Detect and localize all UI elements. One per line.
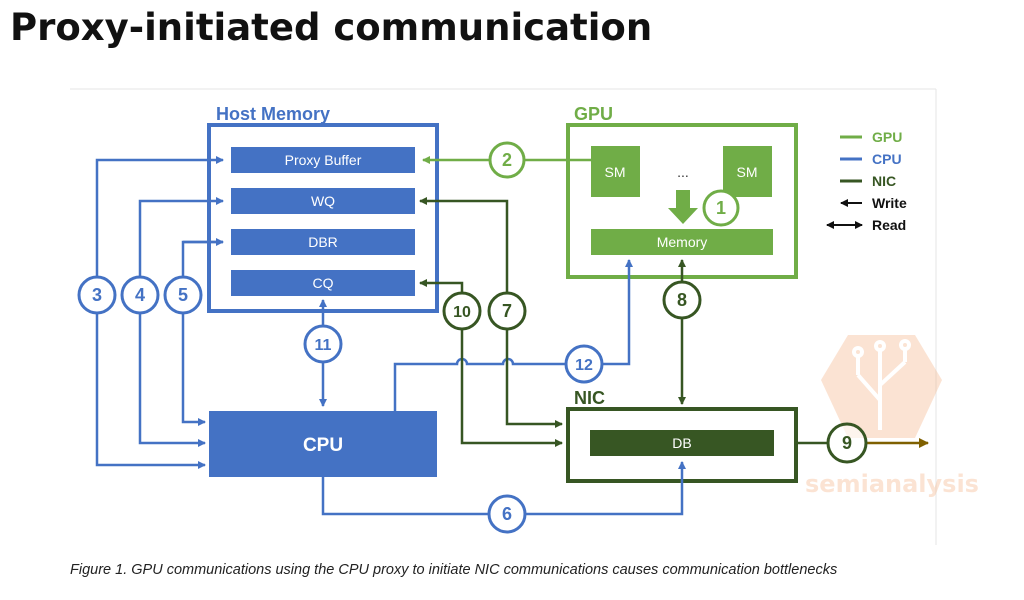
legend-write-label: Write <box>872 195 907 211</box>
gpu-memory-block <box>591 229 773 255</box>
step-9-label: 9 <box>842 433 852 453</box>
gpu-ellipsis: ... <box>677 164 689 180</box>
legend-nic-label: NIC <box>872 173 896 189</box>
step-3-circle <box>77 275 117 315</box>
proxy-buffer-label: Proxy Buffer <box>285 152 362 168</box>
step-1-label: 1 <box>716 198 726 218</box>
step-9-circle <box>826 422 868 464</box>
cq-block <box>231 270 415 296</box>
step-8-label: 8 <box>677 290 687 310</box>
sm-left-block <box>591 146 640 197</box>
step-11-label: 11 <box>315 337 332 354</box>
step-1-circle <box>702 189 740 227</box>
legend-gpu-label: GPU <box>872 129 902 145</box>
path-10 <box>419 279 563 447</box>
cq-label: CQ <box>313 275 334 291</box>
step-7-label: 7 <box>502 301 512 321</box>
path-4 <box>138 197 224 447</box>
step-4-circle <box>120 275 160 315</box>
watermark-text: semianalysis <box>805 470 979 498</box>
legend-read-label: Read <box>872 217 906 233</box>
step-6-circle <box>487 494 527 534</box>
step-7-circle <box>487 291 527 331</box>
step-2-circle <box>488 141 526 179</box>
page-title: Proxy-initiated communication <box>10 6 653 49</box>
proxy-buffer-block <box>231 147 415 173</box>
figure-caption: Figure 1. GPU communications using the C… <box>70 562 838 578</box>
sm-right-label: SM <box>737 164 758 180</box>
db-label: DB <box>672 435 691 451</box>
gpu-label: GPU <box>574 104 613 124</box>
step-8-circle <box>662 280 702 320</box>
path-5 <box>181 240 223 426</box>
step-5-circle <box>163 275 203 315</box>
step-10-label: 10 <box>453 304 471 321</box>
step-10-circle <box>442 291 482 331</box>
step-3-label: 3 <box>92 285 102 305</box>
step-11-circle <box>303 324 343 364</box>
wq-block <box>231 188 415 214</box>
sm-right-block <box>723 146 772 197</box>
step-12-circle <box>564 344 604 384</box>
wq-label: WQ <box>311 193 335 209</box>
legend-cpu-label: CPU <box>872 151 902 167</box>
step-4-label: 4 <box>135 285 145 305</box>
host-memory-label: Host Memory <box>216 104 330 124</box>
legend: GPU CPU NIC Write Read <box>826 129 907 233</box>
step-5-label: 5 <box>178 285 188 305</box>
gpu-memory-label: Memory <box>657 234 708 250</box>
cpu-label: CPU <box>303 435 343 456</box>
sm-left-label: SM <box>605 164 626 180</box>
cpu-block <box>209 411 437 477</box>
sm-to-memory-arrow-icon <box>668 190 698 224</box>
dbr-label: DBR <box>308 234 338 250</box>
watermark-logo: semianalysis <box>805 335 979 498</box>
dbr-block <box>231 229 415 255</box>
step-6-label: 6 <box>502 504 512 524</box>
path-3 <box>95 156 224 469</box>
step-2-label: 2 <box>502 150 512 170</box>
step-12-label: 12 <box>575 357 593 374</box>
db-block <box>590 430 774 456</box>
nic-label: NIC <box>574 388 605 408</box>
